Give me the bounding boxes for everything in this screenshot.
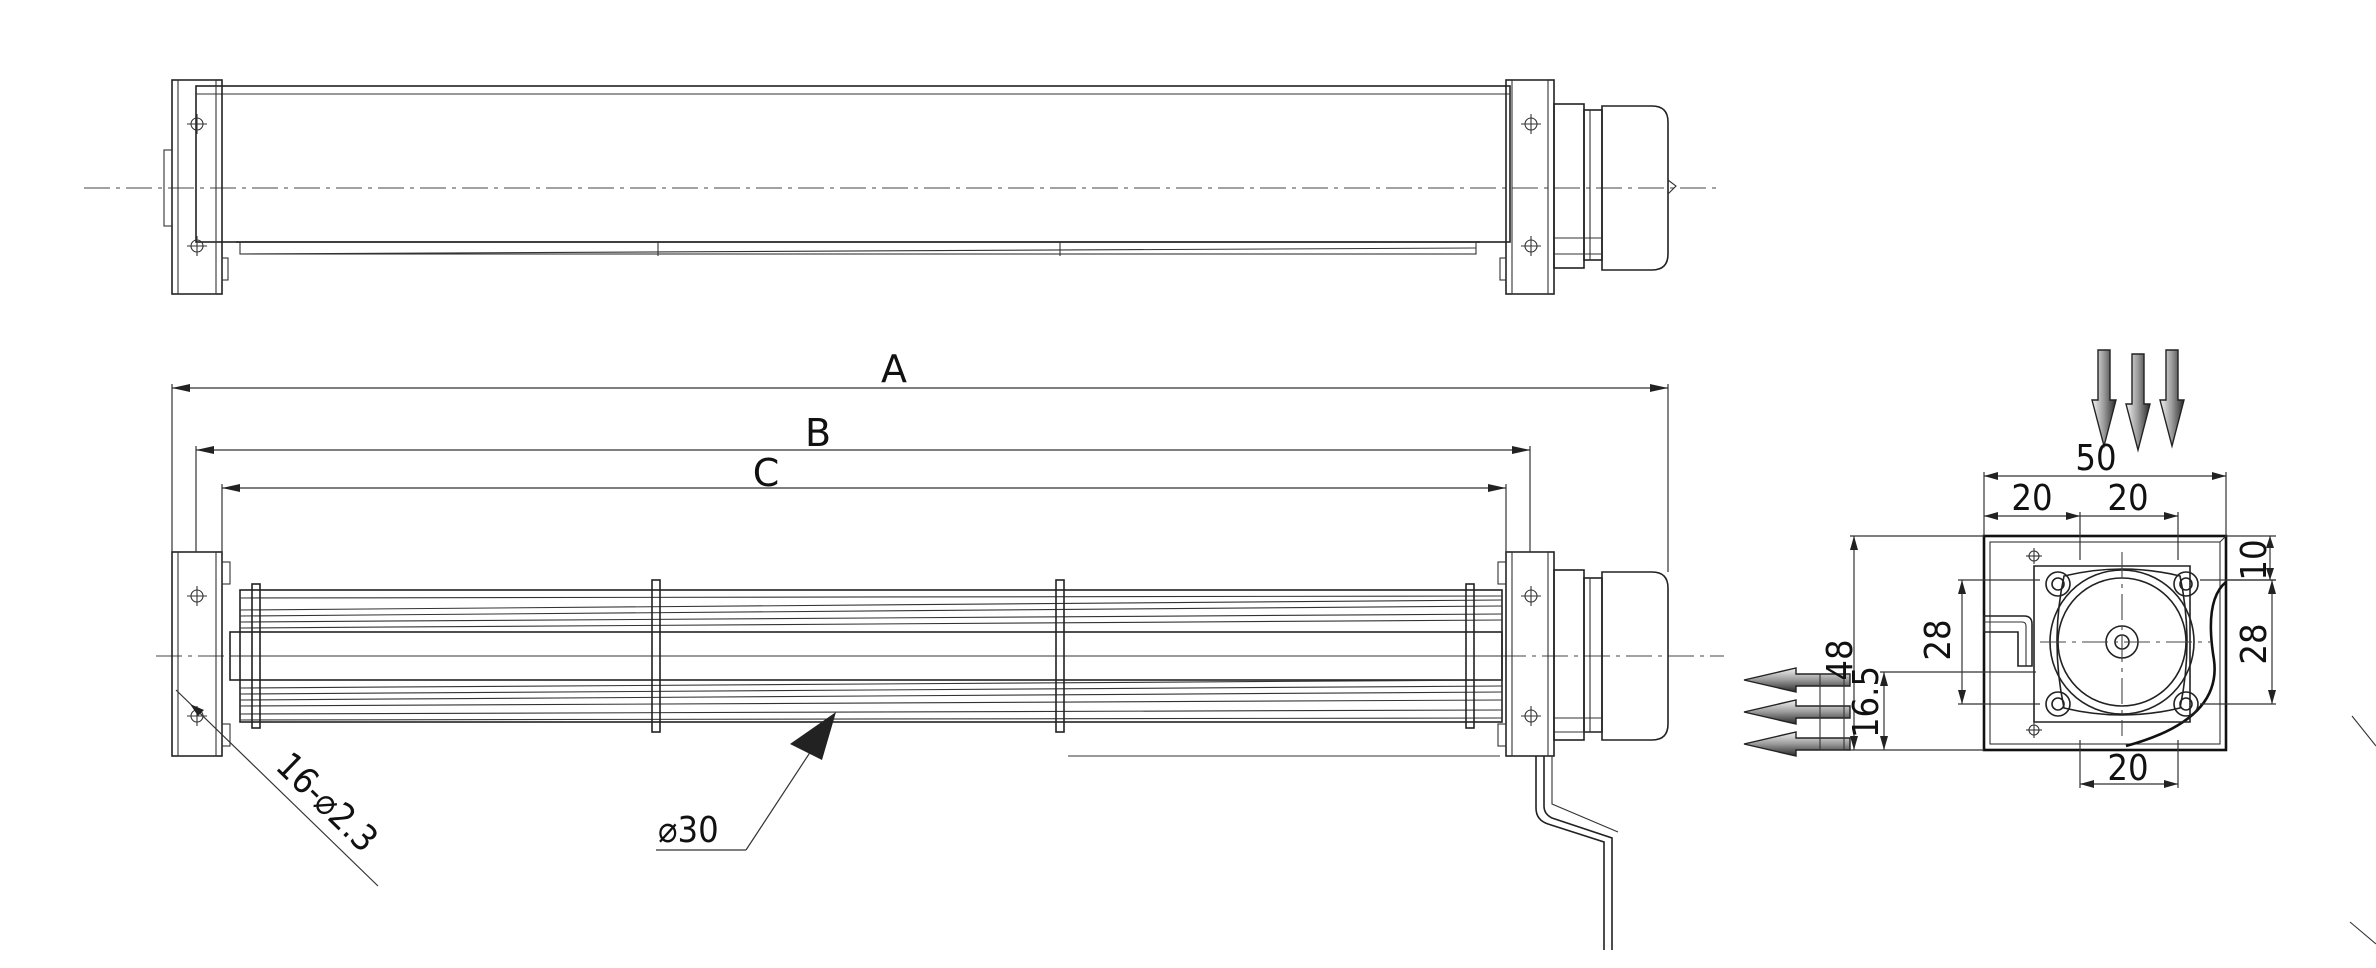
mounting-hole-icon [1521,586,1541,606]
airflow-down-arrow-icon [2125,353,2151,453]
dim-label-width-right: 20 [2107,478,2148,519]
dimension-top-offset: 10 [2226,535,2276,581]
dimension-A: A [171,347,1669,572]
dimension-B: B [195,411,1531,552]
screw-icon [2173,571,2199,597]
mounting-hole-icon [2026,722,2042,738]
airflow-left-arrow-icon [1743,731,1851,757]
screw-icon [2045,691,2071,717]
airflow-down-arrow-icon [2159,349,2185,449]
mounting-hole-icon [1521,236,1541,256]
dimension-width-total: 50 [1983,438,2227,536]
dim-label-A: A [881,347,907,391]
mounting-hole-icon [187,586,207,606]
dim-label-height-left: 28 [1918,619,1959,660]
dim-label-height-right: 28 [2234,623,2275,664]
mounting-hole-icon [2026,548,2042,564]
airflow-left-arrow-icon [1743,699,1851,725]
dimension-height-offset: 16.5 [1846,666,2036,750]
side-view [156,551,1724,950]
mounting-hole-icon [187,236,207,256]
dim-label-height-offset: 16.5 [1846,666,1887,738]
airflow-in-arrows [2091,349,2185,453]
mounting-hole-icon [1521,114,1541,134]
top-view [84,79,1716,295]
dimension-height-right: 28 [2200,579,2276,705]
mounting-hole-icon [187,114,207,134]
screw-icon [2173,691,2199,717]
mounting-hole-icon [1521,706,1541,726]
dim-label-C: C [753,451,780,495]
dim-label-impeller-diameter: ⌀30 [658,810,719,851]
end-view [1982,534,2228,752]
dim-label-top-offset: 10 [2234,539,2275,580]
dim-label-width-total: 50 [2075,438,2116,479]
dimension-height-total: 48 [1820,535,1984,751]
screw-icon [2045,571,2071,597]
dimension-height-left: 28 [1918,579,2040,705]
dimension-impeller-diameter: ⌀30 [656,712,836,851]
dimension-C: C [221,451,1507,562]
dimension-width-bottom: 20 [2079,740,2179,789]
dim-label-B: B [805,411,831,455]
dim-label-height-total: 48 [1820,639,1861,680]
dimension-width-top: 20 20 [1984,478,2179,560]
airflow-down-arrow-icon [2091,349,2117,449]
dim-label-holes: 16-⌀2.3 [268,745,386,861]
impeller [239,579,1503,733]
dim-label-width-bottom: 20 [2107,748,2148,789]
airflow-out-arrows [1743,667,1851,757]
dim-label-width-left: 20 [2011,478,2052,519]
